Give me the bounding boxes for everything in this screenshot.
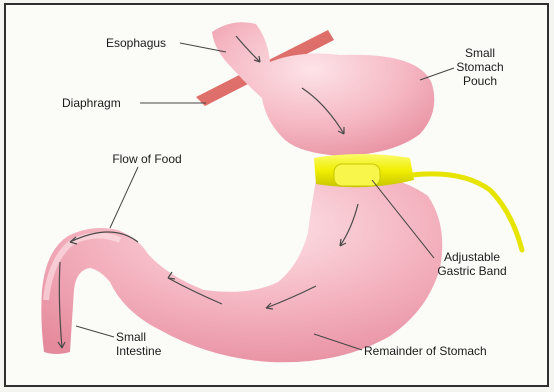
label-intestine-line-2: Intestine: [116, 344, 161, 358]
label-adjustable-gastric-band: Adjustable Gastric Band: [432, 250, 512, 278]
label-diaphragm: Diaphragm: [62, 96, 121, 110]
label-pouch-line-1: Small: [452, 46, 508, 60]
label-small-stomach-pouch: Small Stomach Pouch: [452, 46, 508, 88]
gastric-band: [314, 154, 414, 187]
label-band-line-1: Adjustable: [432, 250, 512, 264]
leader-flow: [110, 167, 138, 228]
label-esophagus: Esophagus: [106, 36, 166, 50]
label-pouch-line-2: Stomach: [452, 60, 508, 74]
label-flow-of-food: Flow of Food: [106, 152, 188, 166]
label-small-intestine: Small Intestine: [116, 330, 161, 358]
label-pouch-line-3: Pouch: [452, 74, 508, 88]
label-band-line-2: Gastric Band: [432, 264, 512, 278]
label-remainder-of-stomach: Remainder of Stomach: [364, 344, 487, 358]
label-intestine-line-1: Small: [116, 330, 161, 344]
leader-intestine: [76, 326, 114, 337]
